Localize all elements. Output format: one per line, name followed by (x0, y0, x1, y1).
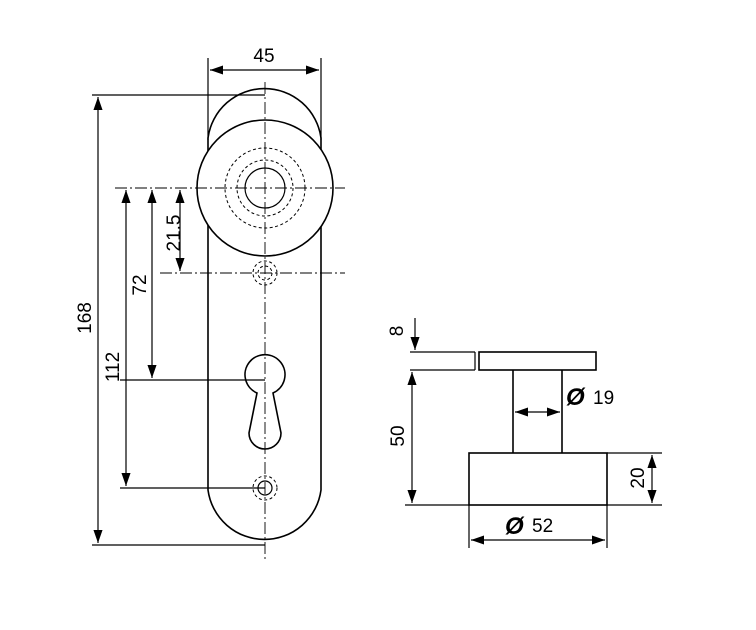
dim-label-45: 45 (253, 46, 274, 67)
front-dimensions: 45 168 112 72 21.5 (75, 46, 322, 546)
lower-screw-hole (252, 475, 278, 501)
knob-rose-side (468, 452, 608, 506)
dim-label-8: 8 (387, 326, 408, 337)
dim-label-52: 52 (532, 516, 553, 537)
diameter-symbol-19: Ø (566, 384, 586, 411)
side-view (410, 351, 608, 506)
dim-label-72: 72 (130, 274, 151, 295)
front-view (115, 82, 345, 560)
spindle-hidden-inner (236, 159, 294, 217)
cylinder-keyhole (244, 353, 286, 450)
side-dimensions: 8 50 20 Ø 19 Ø 52 (387, 318, 662, 548)
dim-label-19: 19 (593, 388, 614, 409)
diameter-symbol-52: Ø (505, 513, 525, 540)
knob-top-disc (478, 351, 597, 371)
dim-label-21-5: 21.5 (164, 215, 185, 252)
dim-label-112: 112 (103, 352, 124, 382)
dim-label-50: 50 (388, 425, 409, 446)
dim-label-168: 168 (75, 302, 96, 334)
dim-label-20: 20 (628, 467, 649, 488)
